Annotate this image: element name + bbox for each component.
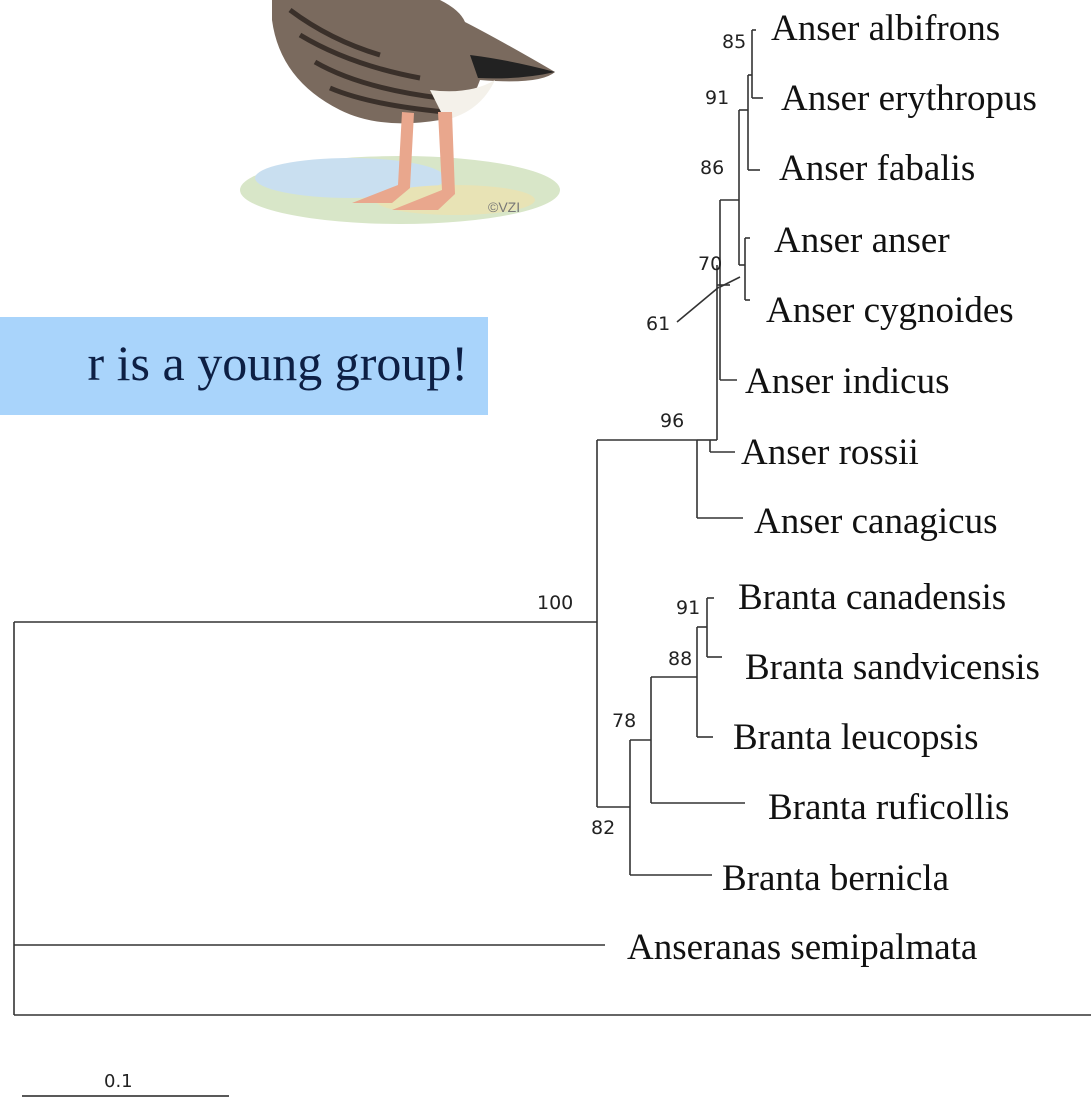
bootstrap-value: 88	[668, 648, 692, 670]
image-credit: ©VZI	[488, 199, 520, 215]
taxon-label: Anser cygnoides	[766, 290, 1014, 331]
taxon-label: Branta canadensis	[738, 577, 1006, 618]
bootstrap-value: 91	[676, 597, 700, 619]
goose-illustration: ©VZI	[240, 0, 560, 224]
scale-bar-label: 0.1	[104, 1071, 133, 1092]
taxon-label: Branta leucopsis	[733, 717, 979, 758]
taxon-label: Branta ruficollis	[768, 787, 1009, 828]
taxon-label: Branta sandvicensis	[745, 647, 1040, 688]
taxon-label: Anseranas semipalmata	[627, 927, 977, 968]
bootstrap-value: 70	[698, 253, 722, 275]
bootstrap-value: 91	[705, 87, 729, 109]
bootstrap-value: 61	[646, 313, 670, 335]
bootstrap-value: 86	[700, 157, 724, 179]
taxon-label: Anser erythropus	[781, 78, 1037, 119]
taxon-label: Anser fabalis	[779, 148, 975, 189]
taxon-label: Anser indicus	[745, 361, 950, 402]
taxon-label: Anser albifrons	[771, 8, 1000, 49]
bootstrap-value: 78	[612, 710, 636, 732]
taxon-label: Branta bernicla	[722, 858, 949, 899]
taxon-label: Anser canagicus	[754, 501, 997, 542]
bootstrap-value: 96	[660, 410, 684, 432]
bootstrap-value: 82	[591, 817, 615, 839]
bootstrap-value: 85	[722, 31, 746, 53]
bootstrap-value: 100	[537, 592, 573, 614]
taxon-label: Anser anser	[774, 220, 950, 261]
scale-bar: 0.1	[22, 1071, 229, 1096]
taxon-label: Anser rossii	[741, 432, 919, 473]
bootstrap-values: 85 91 86 70 61 96 100 91 88 78 82	[537, 31, 746, 839]
tree-branch	[677, 287, 719, 322]
